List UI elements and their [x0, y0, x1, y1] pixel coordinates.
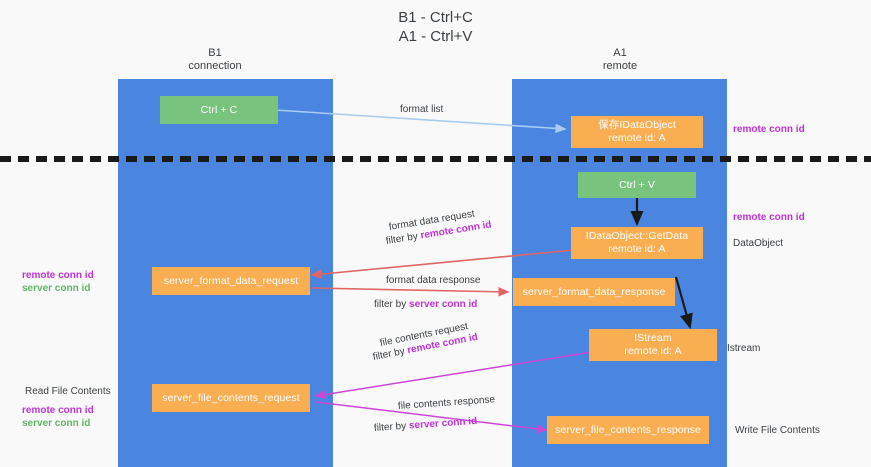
node-idataobject-getdata-label: IDataObject::GetData: [585, 230, 689, 242]
node-idataobject-getdata[interactable]: IDataObject::GetData remote id: A: [571, 227, 703, 259]
page-title: B1 - Ctrl+C A1 - Ctrl+V: [398, 9, 473, 45]
annotation-left-remote-conn-id-1: remote conn id: [22, 270, 94, 281]
annotation-right-remote-conn-id-mid: remote conn id: [733, 212, 805, 223]
annotation-right-write-file-contents: Write File Contents: [735, 425, 820, 436]
annotation-right-remote-conn-id-top: remote conn id: [733, 124, 805, 135]
node-save-idataobject-label: 保存IDataObject: [598, 119, 676, 131]
node-save-idataobject[interactable]: 保存IDataObject remote id: A: [571, 116, 703, 148]
edge-label-format-data-response: format data response: [386, 275, 481, 286]
annotation-right-istream: Istream: [727, 343, 761, 354]
annotation-right-dataobject: DataObject: [733, 238, 784, 249]
node-server-file-contents-response-label: server_file_contents_response: [555, 423, 701, 436]
node-server-format-data-request[interactable]: server_format_data_request: [152, 267, 310, 295]
annotation-left-remote-conn-id-2: remote conn id: [22, 405, 94, 416]
edge-label-format-list: format list: [400, 104, 444, 115]
phase-divider: [0, 156, 871, 162]
node-server-file-contents-response[interactable]: server_file_contents_response: [547, 416, 709, 444]
node-server-format-data-request-label: server_format_data_request: [163, 274, 299, 287]
filter-prefix: filter by: [371, 345, 409, 363]
annotation-left-server-conn-id-2: server conn id: [22, 418, 91, 429]
node-save-idataobject-remote-id: remote id: A: [608, 132, 666, 144]
filter-prefix: filter by: [373, 420, 410, 434]
edge-label-format-data-response-filter: filter by server conn id: [374, 298, 477, 311]
lane-header-a1: A1 remote: [602, 47, 638, 72]
node-ctrl-c[interactable]: Ctrl + C: [160, 96, 278, 124]
node-istream-label: IStream: [634, 332, 672, 344]
node-ctrl-v[interactable]: Ctrl + V: [578, 172, 696, 198]
annotation-left-server-conn-id-1: server conn id: [22, 283, 91, 294]
filter-prefix: filter by: [374, 299, 410, 310]
node-istream-remote-id: remote id: A: [624, 345, 682, 357]
node-server-file-contents-request-label: server_file_contents_request: [162, 391, 300, 404]
arrow-format-data-response: [311, 287, 510, 297]
filter-value-server-conn-id: server conn id: [409, 299, 478, 310]
node-server-format-data-response[interactable]: server_format_data_response: [513, 278, 675, 306]
lane-header-b1: B1 connection: [188, 47, 242, 72]
annotation-left-read-file-contents: Read File Contents: [25, 386, 111, 397]
node-ctrl-c-label: Ctrl + C: [200, 103, 238, 116]
filter-value-server-conn-id: server conn id: [408, 415, 478, 432]
node-istream[interactable]: IStream remote id: A: [589, 329, 717, 361]
node-idataobject-getdata-remote-id: remote id: A: [608, 243, 666, 255]
node-server-file-contents-request[interactable]: server_file_contents_request: [152, 384, 310, 412]
edge-label-file-contents-response-filter: filter by server conn id: [374, 415, 478, 435]
node-ctrl-v-label: Ctrl + V: [618, 178, 656, 191]
node-server-format-data-response-label: server_format_data_response: [522, 285, 666, 298]
edge-label-file-contents-response: file contents response: [397, 394, 496, 412]
